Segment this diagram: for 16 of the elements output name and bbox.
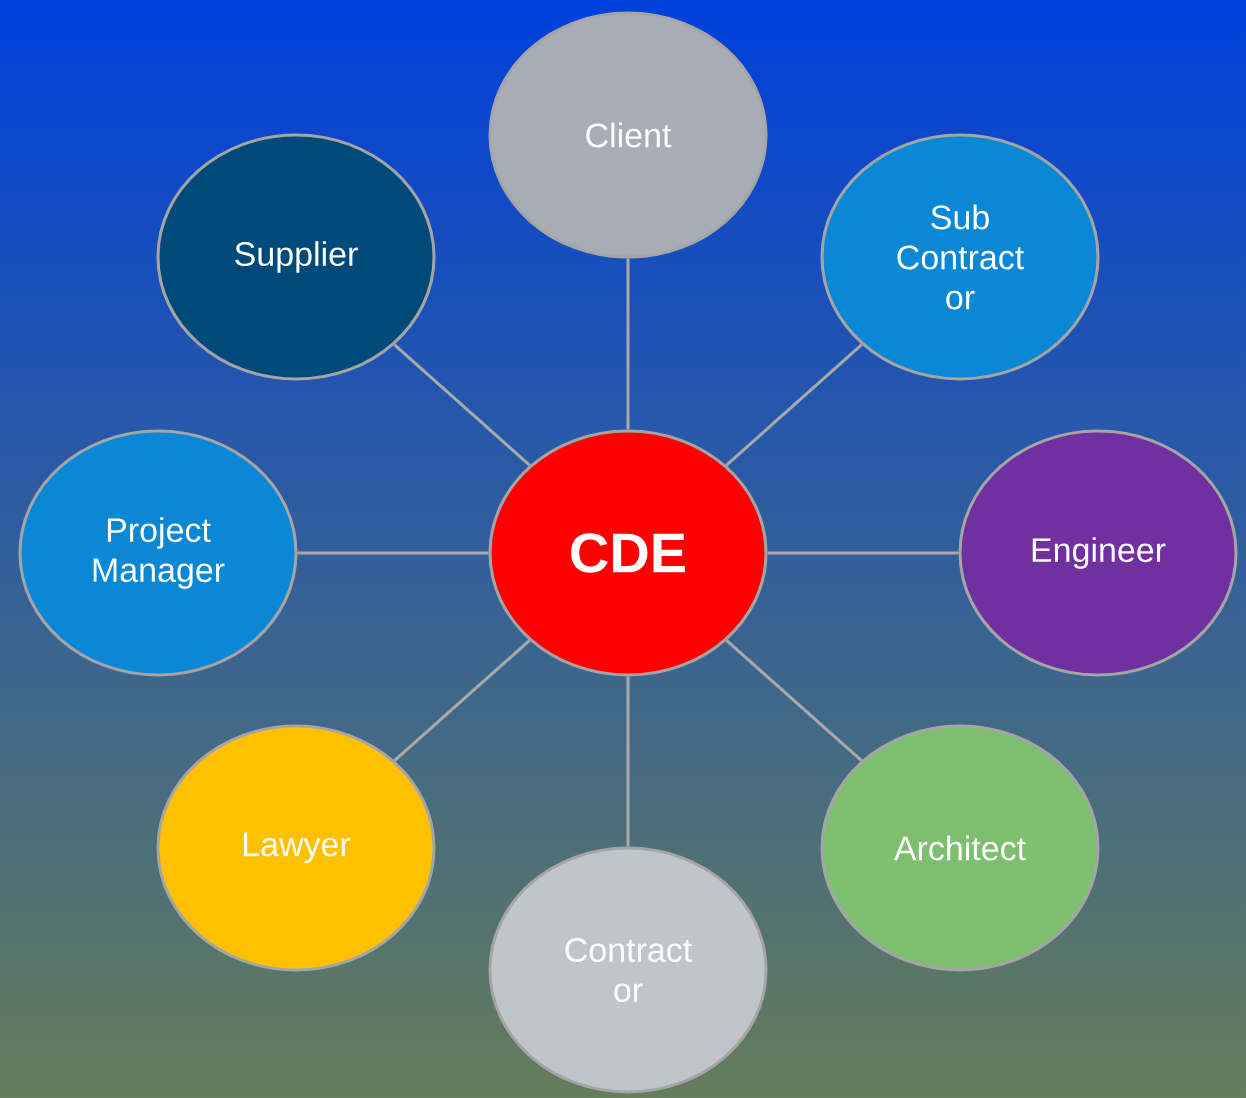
- connector-line: [767, 551, 959, 555]
- ellipse-node: Engineer: [958, 429, 1238, 677]
- ellipse-node: Project Manager: [18, 429, 298, 677]
- connector-line: [297, 551, 489, 555]
- connector-line: [393, 343, 531, 467]
- ellipse-node: Client: [488, 11, 768, 259]
- connector-line: [393, 639, 531, 762]
- connector-line: [626, 258, 630, 430]
- ellipse-node: Architect: [820, 724, 1100, 972]
- ellipse-node: Contract or: [488, 846, 768, 1094]
- connector-line: [725, 343, 863, 467]
- ellipse-node: Lawyer: [156, 724, 436, 972]
- ellipse-node: Supplier: [156, 133, 436, 381]
- connector-line: [725, 639, 863, 762]
- ellipse-node: Sub Contract or: [820, 133, 1100, 381]
- connector-line: [626, 676, 630, 847]
